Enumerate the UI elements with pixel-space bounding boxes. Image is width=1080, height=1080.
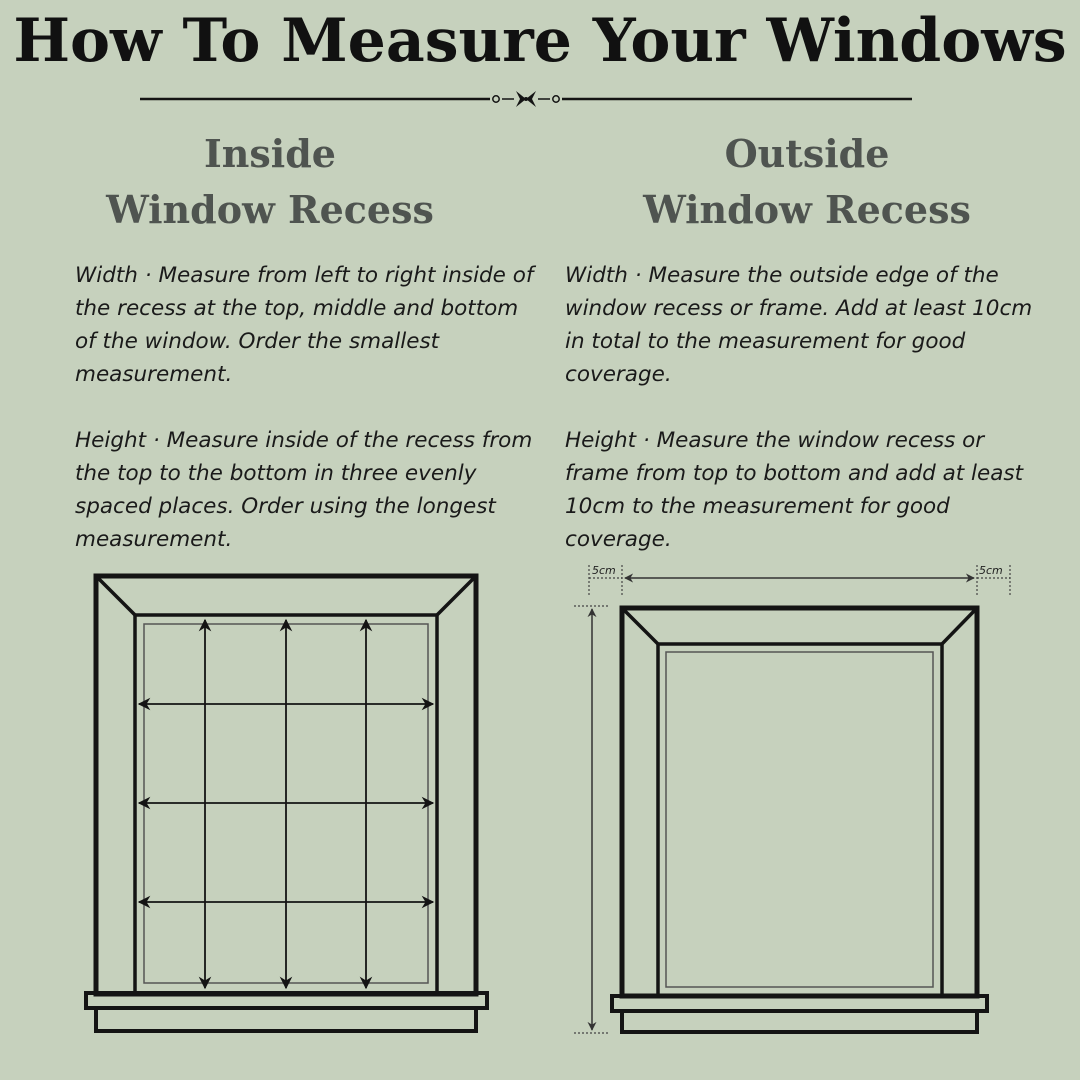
inside-corner-right — [435, 574, 478, 617]
outside-outer-frame — [619, 605, 980, 999]
outside-height-text: Height · Measure the window recess or fr… — [565, 428, 1024, 552]
outside-corner-right — [940, 606, 979, 646]
inside-corner-left — [94, 574, 137, 617]
ornamental-divider — [140, 91, 912, 107]
outside-corner-left — [620, 606, 660, 646]
inside-recess-heading: Inside Window Recess — [40, 126, 500, 238]
overhang-right-label: 5cm — [979, 564, 1003, 577]
outside-apron — [620, 1009, 979, 1034]
inside-width-text: Width · Measure from left to right insid… — [75, 263, 534, 387]
outside-heading-line1: Outside — [724, 131, 890, 176]
outside-instructions: Width · Measure the outside edge of the … — [565, 259, 1035, 556]
overhang-left-label: 5cm — [592, 564, 616, 577]
outside-glass — [665, 651, 934, 988]
outside-recess-heading: Outside Window Recess — [572, 126, 1042, 238]
inside-window-diagram — [84, 573, 489, 1033]
outside-heading-line2: Window Recess — [643, 187, 971, 232]
inside-apron — [94, 1006, 478, 1033]
inside-heading-line1: Inside — [204, 131, 336, 176]
inside-height-text: Height · Measure inside of the recess fr… — [75, 428, 533, 552]
inside-instructions: Width · Measure from left to right insid… — [75, 259, 545, 556]
outside-recess — [656, 642, 944, 998]
page-title: How To Measure Your Windows — [13, 6, 1067, 76]
outside-window-diagram — [574, 565, 1011, 1034]
outside-width-text: Width · Measure the outside edge of the … — [565, 263, 1033, 387]
inside-heading-line2: Window Recess — [106, 187, 434, 232]
